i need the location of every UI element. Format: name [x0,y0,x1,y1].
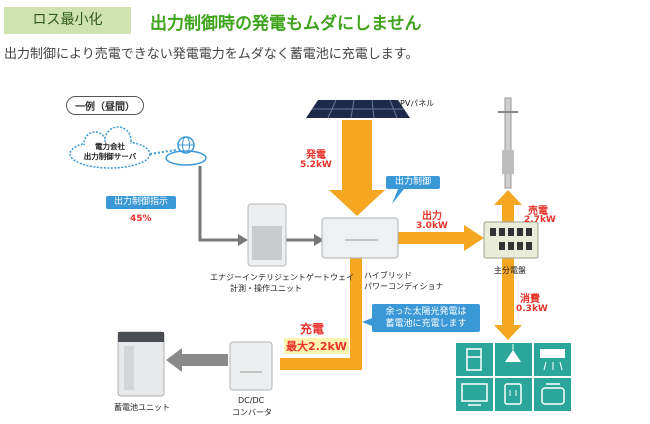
pv-panel-label: PVパネル [400,99,435,108]
consume-arrow [494,258,522,340]
outlet-icon [495,378,532,411]
dcdc-sublabel: コンバータ [232,408,272,417]
pcs-sublabel: パワーコンディショナ [364,282,444,291]
distribution-panel [483,221,539,259]
fridge-icon [456,343,493,376]
server-label: 電力会社 出力制御サーバ [83,142,137,161]
generation-label: 発電 [306,150,326,161]
gateway-label: エナジーインテリジェントゲートウェイ [210,273,354,282]
surplus-note-line-2: 蓄電池に充電します [385,319,467,329]
hybrid-pcs-unit [321,217,399,259]
battery-unit [117,331,165,397]
charge-value: 最大2.2kW [284,338,349,354]
battery-arrow [166,348,228,372]
consume-value: 0.3kW [516,304,548,314]
gateway-sublabel: 計測・操作ユニット [230,284,302,293]
generation-value: 5.2kW [300,160,332,170]
output-control-tag: 出力制御 [386,176,440,189]
pcs-label: ハイブリッド [364,271,412,280]
example-label: 一例（昼間） [66,96,144,115]
output-value: 3.0kW [416,221,448,231]
surplus-note-line-1: 余った太陽光発電は [385,307,467,317]
dcdc-label: DC/DC [238,396,265,405]
output-arrow [398,225,484,251]
rice-cooker-icon [534,378,571,411]
utility-pole-icon [498,97,518,189]
air-conditioner-icon [534,343,571,376]
output-label: 出力 [422,211,442,222]
gateway-unit [247,203,287,267]
category-badge: ロス最小化 [4,7,131,34]
charge-arrow [280,258,362,370]
charge-label: 充電 [300,322,325,336]
dcdc-converter [229,341,273,391]
page-subtitle: 出力制御により売電できない発電電力をムダなく蓄電池に充電します。 [4,47,419,62]
sell-value: 2.7kW [524,215,556,225]
cloud-icon [69,126,151,169]
control-percent: 45% [130,214,152,224]
sell-arrow [494,190,522,222]
generation-arrow [329,120,385,216]
solar-panel-icon [306,99,410,119]
surplus-note: 余った太陽光発電は 蓄電池に充電します [372,304,480,332]
sell-label: 売電 [528,206,548,217]
control-instruction-tag: 出力制御指示 [106,196,176,209]
page-title: 出力制御時の発電もムダにしません [150,14,422,34]
distribution-panel-label: 主分電盤 [494,266,526,275]
lamp-icon [495,343,532,376]
tv-icon [456,378,493,411]
globe-icon [165,136,207,166]
consume-label: 消費 [520,294,540,305]
battery-label: 蓄電池ユニット [114,403,170,412]
